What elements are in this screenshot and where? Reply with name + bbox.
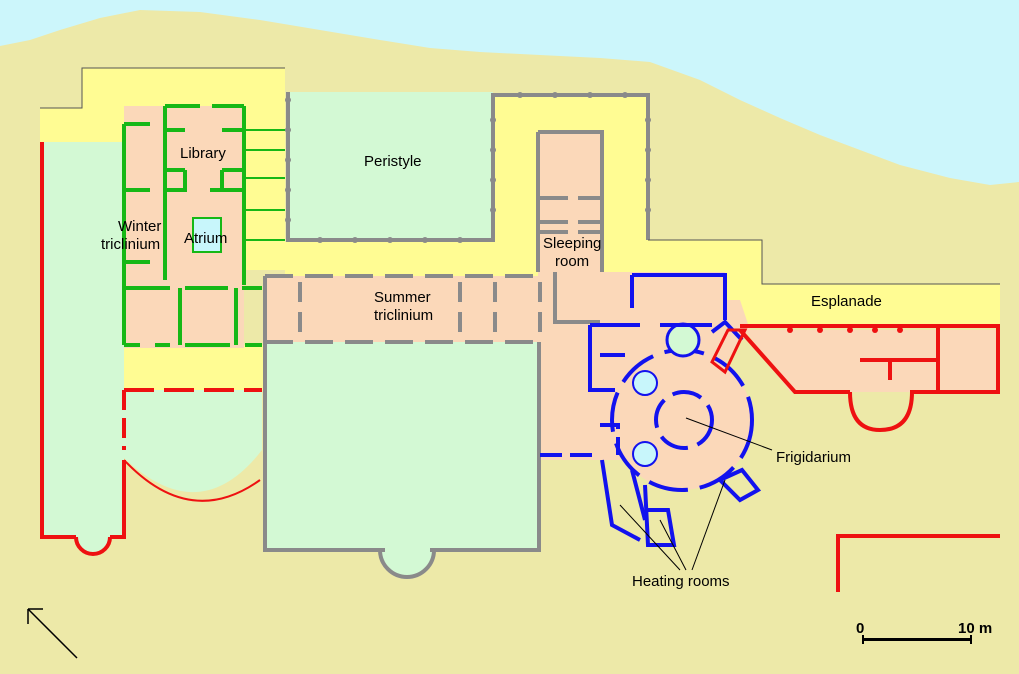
label-sleeping-1: Sleeping: [543, 235, 601, 252]
walls-green: [122, 104, 285, 347]
label-summer-1: Summer: [374, 289, 431, 306]
esplanade-columns: [787, 327, 903, 333]
terrace-outline: [40, 67, 1000, 285]
label-library: Library: [180, 145, 226, 162]
walls-red: [40, 142, 1000, 592]
label-frigidarium: Frigidarium: [776, 449, 851, 466]
label-esplanade: Esplanade: [811, 293, 882, 310]
gardens: [42, 92, 539, 579]
label-winter-2: triclinium: [101, 236, 160, 253]
label-sleeping-2: room: [555, 253, 589, 270]
label-heating-rooms: Heating rooms: [632, 573, 730, 590]
walls-blue: [540, 273, 762, 547]
scale-start-label: 0: [856, 620, 864, 637]
atrium-impluvium: [192, 217, 222, 253]
scale-bar: 0 10 m: [856, 620, 992, 644]
label-winter-1: Winter: [118, 218, 161, 235]
plunge-pool-1: [632, 370, 658, 396]
frigidarium-hall: [610, 322, 754, 492]
scale-end-label: 10 m: [958, 620, 992, 637]
colonnade-dots: [285, 92, 651, 243]
label-summer-2: triclinium: [374, 307, 433, 324]
plunge-pool-2: [632, 441, 658, 467]
leader-lines: [619, 417, 773, 571]
north-arrow-icon: [27, 608, 78, 659]
label-atrium: Atrium: [184, 230, 227, 247]
label-peristyle: Peristyle: [364, 153, 422, 170]
